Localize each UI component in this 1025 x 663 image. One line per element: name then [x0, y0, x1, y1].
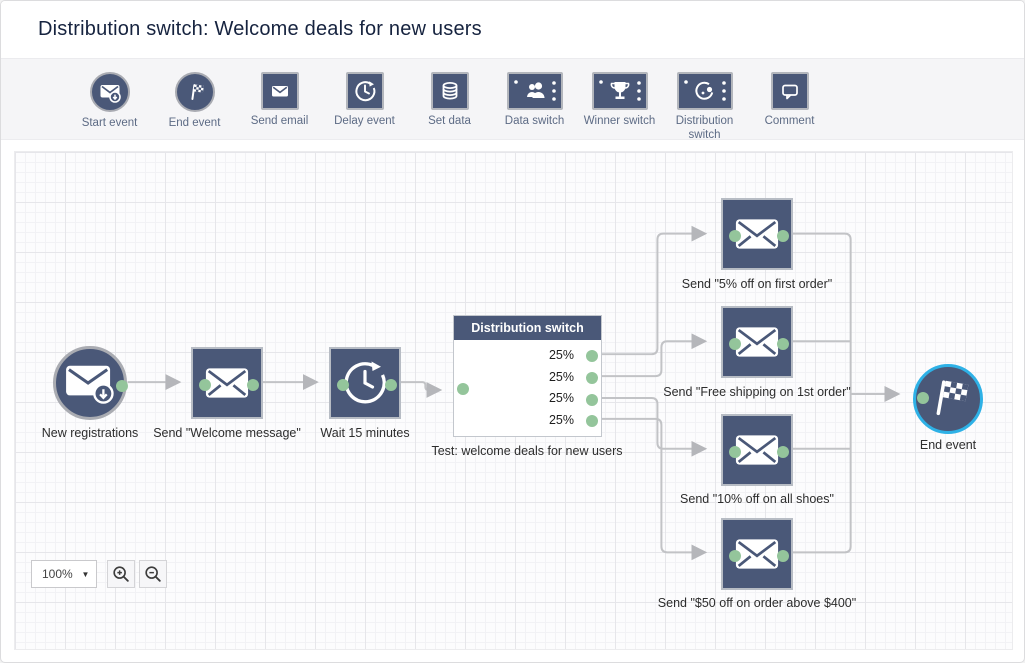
input-port[interactable]: [729, 446, 741, 458]
output-port[interactable]: [116, 380, 128, 392]
switch-row-percent: 25%: [548, 347, 574, 362]
set-data-icon: [430, 72, 469, 110]
node-send-branch-2[interactable]: [721, 306, 793, 378]
switch-title: Distribution switch: [454, 316, 601, 340]
node-distribution-switch[interactable]: Distribution switch 25% 25% 25% 25%: [453, 315, 602, 437]
tool-label: Winner switch: [583, 115, 656, 127]
delay-event-icon: [345, 72, 384, 110]
zoom-level-value: 100%: [42, 567, 73, 581]
output-port-4[interactable]: [586, 415, 598, 427]
tool-label: Distribution switch: [675, 115, 734, 142]
input-port[interactable]: [917, 392, 929, 404]
node-label: Wait 15 minutes: [320, 426, 410, 440]
node-label: Send "5% off on first order": [681, 277, 833, 291]
node-send-branch-4[interactable]: [721, 518, 793, 590]
node-send-welcome[interactable]: [191, 347, 263, 419]
node-label: Send "$50 off on order above $400": [657, 596, 857, 610]
tool-label: Start event: [81, 117, 138, 129]
tool-label: Send email: [250, 115, 309, 127]
output-port[interactable]: [385, 379, 397, 391]
tool-end-event[interactable]: End event: [152, 72, 237, 130]
chevron-down-icon: ▼: [81, 569, 90, 579]
output-port-1[interactable]: [586, 350, 598, 362]
node-wait-delay[interactable]: [329, 347, 401, 419]
tool-comment[interactable]: Comment: [747, 72, 832, 128]
input-port[interactable]: [199, 379, 211, 391]
winner-switch-icon: [591, 72, 648, 110]
node-label: End event: [919, 438, 977, 452]
email-icon: [205, 368, 249, 398]
start-event-icon: [89, 72, 130, 112]
clock-icon: [344, 361, 386, 404]
switch-row-percent: 25%: [548, 412, 574, 427]
tool-set-data[interactable]: Set data: [407, 72, 492, 128]
email-icon: [735, 435, 779, 465]
node-label: Test: welcome deals for new users: [431, 444, 623, 458]
data-switch-icon: [506, 72, 563, 110]
distribution-switch-icon: [676, 72, 733, 110]
zoom-in-button[interactable]: [107, 560, 135, 588]
tool-label: Delay event: [334, 115, 395, 127]
zoom-out-button[interactable]: [139, 560, 167, 588]
tool-delay-event[interactable]: Delay event: [322, 72, 407, 128]
input-port[interactable]: [729, 550, 741, 562]
output-port[interactable]: [777, 230, 789, 242]
node-send-branch-1[interactable]: [721, 198, 793, 270]
tool-label: End event: [168, 117, 221, 129]
zoom-level-dropdown[interactable]: 100% ▼: [31, 560, 97, 588]
tool-data-switch[interactable]: Data switch: [492, 72, 577, 128]
checkered-flag-icon: [936, 380, 969, 416]
send-email-icon: [260, 72, 299, 110]
email-download-icon: [66, 365, 114, 404]
tool-start-event[interactable]: Start event: [67, 72, 152, 130]
switch-row-percent: 25%: [548, 391, 574, 406]
tool-distribution-switch[interactable]: Distribution switch: [662, 72, 747, 143]
switch-row-percent: 25%: [548, 369, 574, 384]
page-title: Distribution switch: Welcome deals for n…: [38, 18, 482, 40]
input-port[interactable]: [729, 338, 741, 350]
title-bar: Distribution switch: Welcome deals for n…: [1, 1, 1024, 59]
zoom-in-icon: [113, 566, 129, 582]
output-port[interactable]: [777, 446, 789, 458]
tool-winner-switch[interactable]: Winner switch: [577, 72, 662, 128]
node-start-event[interactable]: [53, 346, 128, 420]
email-icon: [735, 539, 779, 569]
input-port[interactable]: [729, 230, 741, 242]
comment-icon: [770, 72, 809, 110]
node-send-branch-3[interactable]: [721, 414, 793, 486]
node-label: Send "Welcome message": [153, 426, 301, 440]
tool-label: Set data: [428, 115, 471, 127]
output-port[interactable]: [777, 550, 789, 562]
zoom-out-icon: [145, 566, 161, 582]
output-port-3[interactable]: [586, 394, 598, 406]
tool-label: Data switch: [504, 115, 565, 127]
email-icon: [735, 327, 779, 357]
node-label: Send "Free shipping on 1st order": [663, 385, 851, 399]
node-label: Send "10% off on all shoes": [680, 492, 834, 506]
email-icon: [735, 219, 779, 249]
tool-label: Comment: [764, 115, 815, 127]
output-port[interactable]: [247, 379, 259, 391]
switch-rows: 25% 25% 25% 25%: [454, 340, 601, 431]
flow-canvas[interactable]: New registrations Send "Welcome message"…: [14, 151, 1013, 650]
input-port[interactable]: [337, 379, 349, 391]
output-port[interactable]: [777, 338, 789, 350]
node-end-event[interactable]: [913, 364, 983, 434]
tool-send-email[interactable]: Send email: [237, 72, 322, 128]
end-event-icon: [174, 72, 215, 112]
input-port[interactable]: [457, 383, 469, 395]
output-port-2[interactable]: [586, 372, 598, 384]
node-label: New registrations: [41, 426, 139, 440]
toolbar-palette: Start event End event: [1, 59, 1024, 143]
